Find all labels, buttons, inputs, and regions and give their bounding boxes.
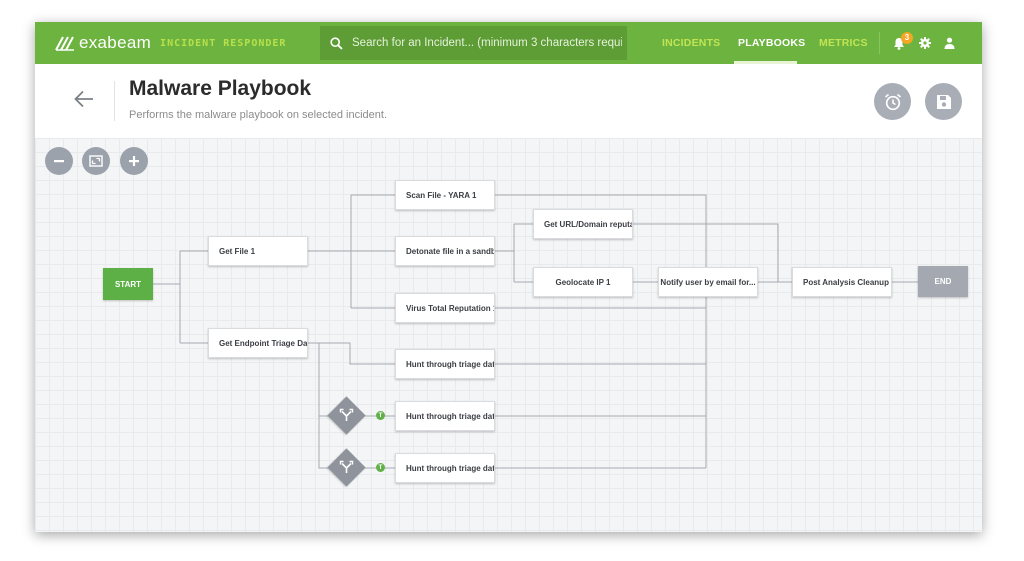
start-node-label: START — [114, 279, 142, 289]
notification-count-badge: 3 — [901, 32, 913, 44]
node-notify-user-email[interactable]: Notify user by email for... — [658, 267, 758, 297]
flow-connectors — [153, 194, 918, 469]
nav-incidents[interactable]: INCIDENTS — [662, 37, 721, 49]
search-icon — [330, 36, 343, 50]
node-label: Virus Total Reputation 1 — [406, 303, 495, 313]
decision-node-1[interactable] — [327, 396, 366, 435]
zoom-out-icon — [54, 160, 64, 163]
nav-active-indicator — [734, 61, 797, 64]
back-arrow-icon[interactable] — [74, 90, 94, 108]
gear-icon[interactable] — [919, 37, 931, 49]
node-label: Detonate file in a sandb... — [406, 246, 495, 256]
save-disk-icon — [936, 94, 951, 109]
product-name: INCIDENT RESPONDER — [160, 37, 287, 49]
zoom-in-button[interactable] — [120, 147, 148, 175]
node-label: Get Endpoint Triage Dat... — [219, 338, 308, 348]
node-label: Geolocate IP 1 — [555, 277, 611, 287]
end-node[interactable]: END — [918, 266, 968, 297]
zoom-out-button[interactable] — [45, 147, 73, 175]
brand[interactable]: exabeam INCIDENT RESPONDER — [55, 22, 286, 64]
schedule-button[interactable] — [874, 83, 911, 120]
condition-true-badge[interactable]: T — [376, 411, 385, 420]
search-bar[interactable] — [320, 26, 627, 60]
header-divider — [114, 81, 115, 121]
node-virus-total[interactable]: Virus Total Reputation 1 — [395, 293, 495, 323]
node-label: Scan File - YARA 1 — [406, 190, 477, 200]
node-url-domain-reputation[interactable]: Get URL/Domain reputat... — [533, 209, 633, 239]
node-geolocate-ip[interactable]: Geolocate IP 1 — [533, 267, 633, 297]
node-get-endpoint-triage[interactable]: Get Endpoint Triage Dat... — [208, 328, 308, 358]
node-label: Hunt through triage data ... — [406, 411, 495, 421]
node-label: Post Analysis Cleanup 1 — [803, 277, 892, 287]
top-bar: exabeam INCIDENT RESPONDER INCIDENTS PLA… — [35, 22, 982, 64]
fit-screen-icon — [89, 155, 103, 167]
node-scan-file-yara[interactable]: Scan File - YARA 1 — [395, 180, 495, 210]
page-title: Malware Playbook — [129, 77, 312, 100]
node-hunt-triage-2[interactable]: Hunt through triage data ... — [395, 401, 495, 431]
notifications-button[interactable]: 3 — [893, 32, 913, 54]
branch-icon — [339, 460, 354, 473]
node-get-file[interactable]: Get File 1 — [208, 236, 308, 266]
node-label: Hunt through triage data... — [406, 359, 495, 369]
node-label: Get File 1 — [219, 246, 256, 256]
playbook-canvas[interactable]: START Get File 1 Get Endpoint Triage Dat… — [35, 138, 982, 532]
page-subtitle: Performs the malware playbook on selecte… — [129, 109, 388, 121]
condition-true-badge[interactable]: T — [376, 463, 385, 472]
brand-name: exabeam — [79, 33, 152, 52]
branch-icon — [339, 408, 354, 421]
node-label: Notify user by email for... — [660, 277, 756, 287]
save-button[interactable] — [925, 83, 962, 120]
node-label: Hunt through triage data... — [406, 463, 495, 473]
nav-metrics[interactable]: METRICS — [819, 37, 868, 49]
search-input[interactable] — [352, 37, 622, 49]
page-header: Malware Playbook Performs the malware pl… — [35, 64, 982, 138]
decision-node-2[interactable] — [327, 448, 366, 487]
logo-icon — [55, 36, 74, 51]
topbar-divider — [879, 32, 880, 54]
user-icon[interactable] — [944, 37, 955, 49]
node-label: Get URL/Domain reputat... — [544, 219, 632, 229]
zoom-in-icon — [129, 156, 139, 166]
alarm-clock-icon — [884, 93, 901, 110]
start-node[interactable]: START — [103, 268, 153, 300]
node-detonate-sandbox[interactable]: Detonate file in a sandb... — [395, 236, 495, 266]
node-post-analysis-cleanup[interactable]: Post Analysis Cleanup 1 — [792, 267, 892, 297]
nav-playbooks[interactable]: PLAYBOOKS — [738, 37, 806, 49]
app-window: exabeam INCIDENT RESPONDER INCIDENTS PLA… — [35, 22, 982, 532]
fit-screen-button[interactable] — [82, 147, 110, 175]
end-node-label: END — [934, 277, 952, 286]
node-hunt-triage-3[interactable]: Hunt through triage data... — [395, 453, 495, 483]
node-hunt-triage-1[interactable]: Hunt through triage data... — [395, 349, 495, 379]
